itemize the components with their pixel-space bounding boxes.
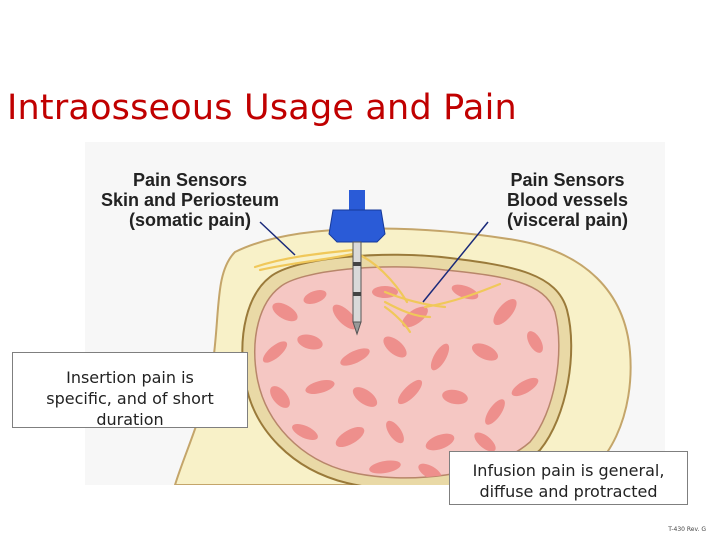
marrow-cavity bbox=[254, 266, 560, 479]
trabecular-pattern bbox=[262, 284, 543, 478]
visceral-pain-label: Pain Sensors Blood vessels (visceral pai… bbox=[506, 170, 629, 230]
slide-title: Intraosseous Usage and Pain bbox=[7, 88, 517, 128]
io-needle bbox=[328, 190, 386, 336]
pointer-lines bbox=[259, 221, 489, 303]
infusion-pain-callout: Infusion pain is general, diffuse and pr… bbox=[449, 451, 688, 505]
nerve-fibers bbox=[253, 248, 502, 334]
bone-cross-section-diagram: Pain Sensors Skin and Periosteum (somati… bbox=[85, 142, 665, 485]
slide-footnote: T-430 Rev. G bbox=[668, 526, 706, 533]
diagram-artwork bbox=[173, 190, 632, 485]
insertion-pain-callout: Insertion pain is specific, and of short… bbox=[12, 352, 248, 429]
somatic-pain-label: Pain Sensors Skin and Periosteum (somati… bbox=[100, 170, 280, 230]
